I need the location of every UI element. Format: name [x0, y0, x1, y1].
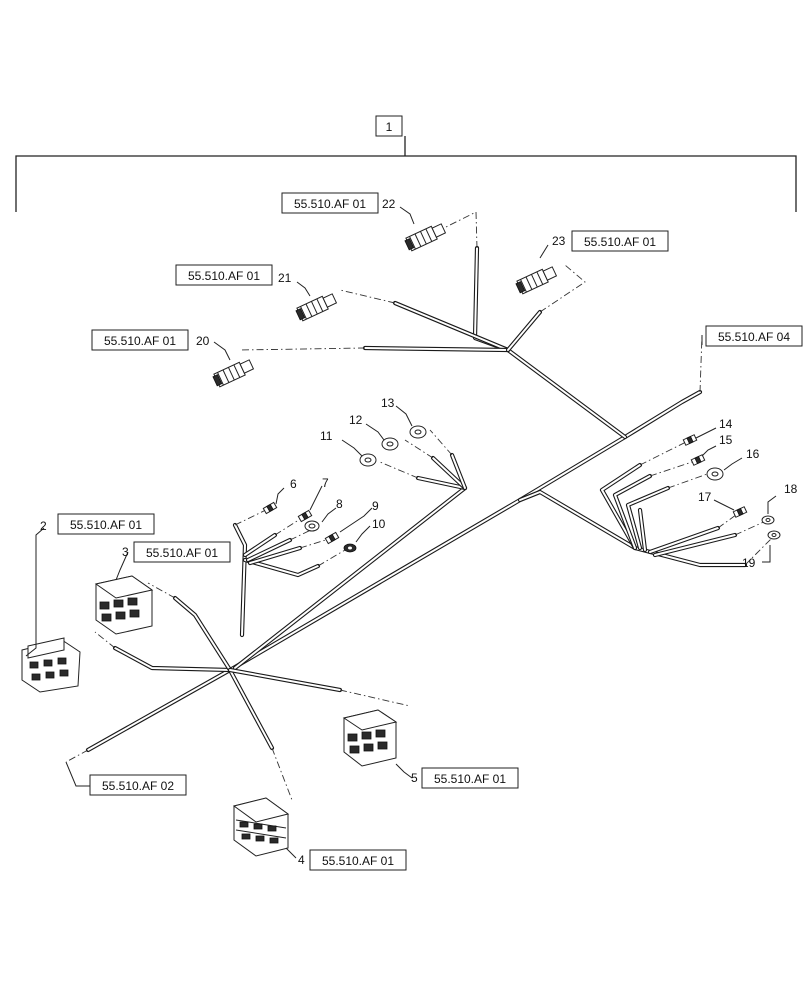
callout-11: 11 [320, 429, 333, 443]
svg-text:55.510.AF 01: 55.510.AF 01 [434, 772, 506, 786]
svg-text:55.510.AF 01: 55.510.AF 01 [322, 854, 394, 868]
connector-3[interactable] [94, 575, 154, 635]
svg-text:55.510.AF 01: 55.510.AF 01 [146, 546, 218, 560]
ring-terminal-19[interactable] [767, 530, 781, 540]
callout-18: 18 [784, 482, 798, 496]
terminal-7[interactable] [297, 509, 313, 523]
ring-terminal-12[interactable] [381, 437, 399, 451]
ref-box-23[interactable]: 55.510.AF 01 [571, 230, 669, 252]
svg-text:55.510.AF 04: 55.510.AF 04 [718, 330, 790, 344]
terminal-15[interactable] [690, 454, 706, 466]
callout-7: 7 [322, 476, 329, 490]
svg-text:55.510.AF 01: 55.510.AF 01 [294, 197, 366, 211]
reference-boxes: 55.510.AF 01 55.510.AF 01 55.510.AF 01 5… [57, 192, 803, 871]
terminal-14[interactable] [682, 434, 698, 446]
callout-15: 15 [719, 433, 733, 447]
svg-text:55.510.AF 01: 55.510.AF 01 [188, 269, 260, 283]
svg-text:55.510.AF 01: 55.510.AF 01 [584, 235, 656, 249]
assembly-bracket: 1 [15, 115, 797, 212]
callout-8: 8 [336, 497, 343, 511]
terminal-6[interactable] [262, 501, 278, 515]
ring-terminal-18[interactable] [761, 515, 775, 525]
ref-box-3[interactable]: 55.510.AF 01 [133, 541, 231, 563]
terminals [262, 425, 781, 553]
connector-23[interactable] [515, 265, 558, 295]
connector-22[interactable] [404, 222, 447, 252]
ring-terminal-8[interactable] [304, 520, 320, 532]
callout-3: 3 [122, 545, 129, 559]
callout-4: 4 [298, 853, 305, 867]
terminal-17[interactable] [732, 506, 748, 518]
dashed-leads [65, 211, 773, 801]
callout-14: 14 [719, 417, 733, 431]
callout-2: 2 [40, 519, 47, 533]
terminal-9[interactable] [324, 531, 340, 545]
ring-terminal-11[interactable] [359, 453, 377, 467]
ref-box-20[interactable]: 55.510.AF 01 [91, 329, 189, 351]
callout-5: 5 [411, 771, 418, 785]
callout-20: 20 [196, 334, 210, 348]
ref-box-04[interactable]: 55.510.AF 04 [705, 325, 803, 347]
callout-13: 13 [381, 396, 395, 410]
wires [85, 245, 748, 753]
svg-text:55.510.AF 01: 55.510.AF 01 [104, 334, 176, 348]
callout-10: 10 [372, 517, 386, 531]
ref-box-4[interactable]: 55.510.AF 01 [309, 849, 407, 871]
ring-terminal-16[interactable] [706, 467, 724, 481]
svg-text:55.510.AF 02: 55.510.AF 02 [102, 779, 174, 793]
ref-box-02[interactable]: 55.510.AF 02 [89, 774, 187, 796]
connector-20[interactable] [212, 358, 255, 388]
callout-17: 17 [698, 490, 712, 504]
svg-text:55.510.AF 01: 55.510.AF 01 [70, 518, 142, 532]
ref-box-21[interactable]: 55.510.AF 01 [175, 264, 273, 286]
ring-terminal-13[interactable] [409, 425, 427, 439]
callout-9: 9 [372, 499, 379, 513]
callout-23: 23 [552, 234, 566, 248]
ref-box-5[interactable]: 55.510.AF 01 [421, 767, 519, 789]
ref-box-2[interactable]: 55.510.AF 01 [57, 513, 155, 535]
callout-numbers: 20 21 22 23 2 3 5 4 6 7 8 9 10 11 12 13 … [40, 197, 798, 867]
connector-2[interactable] [21, 637, 81, 693]
connector-4[interactable] [232, 797, 290, 857]
assembly-number: 1 [386, 120, 393, 134]
ring-terminal-10[interactable] [343, 543, 357, 553]
callout-21: 21 [278, 271, 292, 285]
leaders [25, 206, 777, 859]
connector-5[interactable] [342, 709, 398, 767]
connector-21[interactable] [295, 292, 338, 322]
callout-16: 16 [746, 447, 760, 461]
callout-22: 22 [382, 197, 396, 211]
callout-12: 12 [349, 413, 363, 427]
callout-6: 6 [290, 477, 297, 491]
callout-19: 19 [742, 556, 756, 570]
ref-box-22[interactable]: 55.510.AF 01 [281, 192, 379, 214]
